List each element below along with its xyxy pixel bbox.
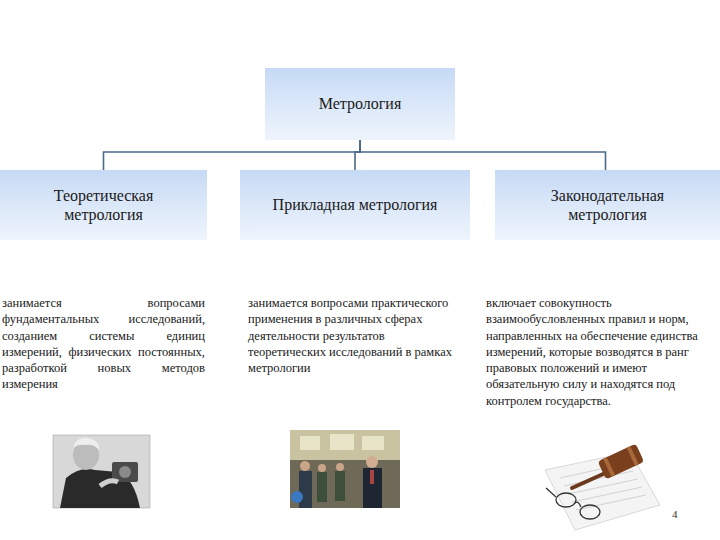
box-heading: Метрология: [265, 94, 455, 113]
description-text: занимается вопросами практического приме…: [248, 295, 456, 376]
box-heading: Теоретическая метрология: [0, 186, 207, 224]
tree-connector: [360, 140, 606, 170]
workers-photo: [290, 430, 400, 508]
tree-connector: [104, 140, 361, 170]
page-number: 4: [672, 508, 678, 520]
branch-box: Законодательная метрологиявключает совок…: [495, 170, 720, 240]
description-text: занимается вопросами фундаментальных исс…: [2, 295, 205, 393]
box-heading: Законодательная метрология: [495, 186, 720, 224]
root-box: Метрология: [265, 68, 455, 140]
description-text: включает совокупность взаимообусловленны…: [486, 295, 704, 409]
gavel-picture: [545, 444, 660, 530]
branch-box: Теоретическая метрологиязанимается вопро…: [0, 170, 207, 240]
branch-box: Прикладная метрологиязанимается вопросам…: [240, 170, 470, 240]
box-heading: Прикладная метрология: [240, 195, 470, 214]
portrait-photo: [53, 435, 150, 508]
